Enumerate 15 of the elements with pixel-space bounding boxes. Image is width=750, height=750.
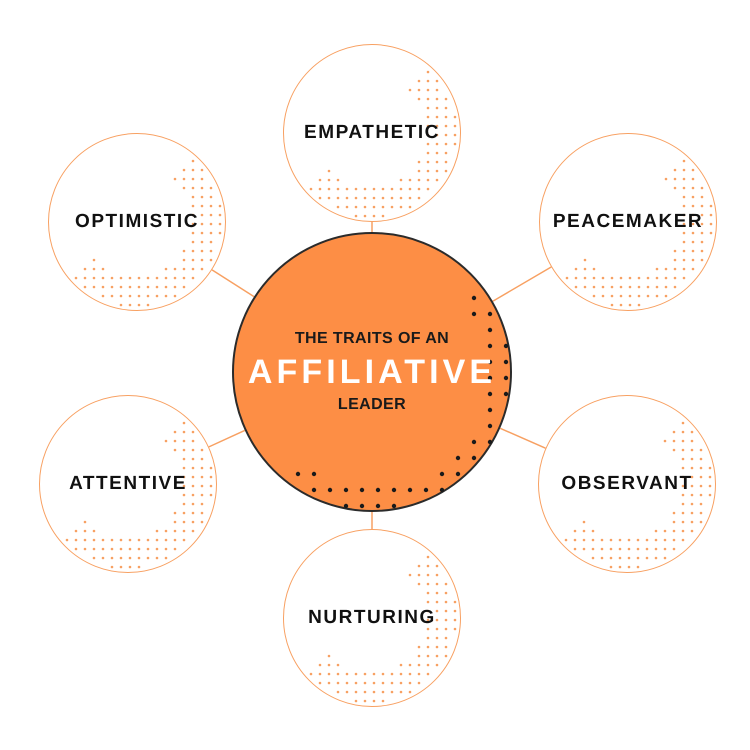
connector-line — [492, 266, 552, 302]
connector-line — [212, 269, 254, 298]
title-text: LEADER — [338, 395, 406, 416]
connector-line — [371, 512, 373, 529]
connector-line — [208, 430, 246, 448]
trait-label: EMPATHETIC — [304, 120, 440, 145]
connector-line — [371, 222, 373, 232]
trait-label: PEACEMAKER — [552, 210, 704, 234]
title-text: THE TRAITS OF AN — [294, 328, 450, 349]
trait-label: NURTURING — [308, 606, 436, 630]
trait-label: OBSERVANT — [561, 472, 693, 496]
title-highlight: AFFILIATIVE — [248, 352, 496, 393]
connector-line — [500, 428, 546, 449]
trait-label: ATTENTIVE — [69, 472, 187, 496]
trait-label: OPTIMISTIC — [75, 210, 199, 234]
